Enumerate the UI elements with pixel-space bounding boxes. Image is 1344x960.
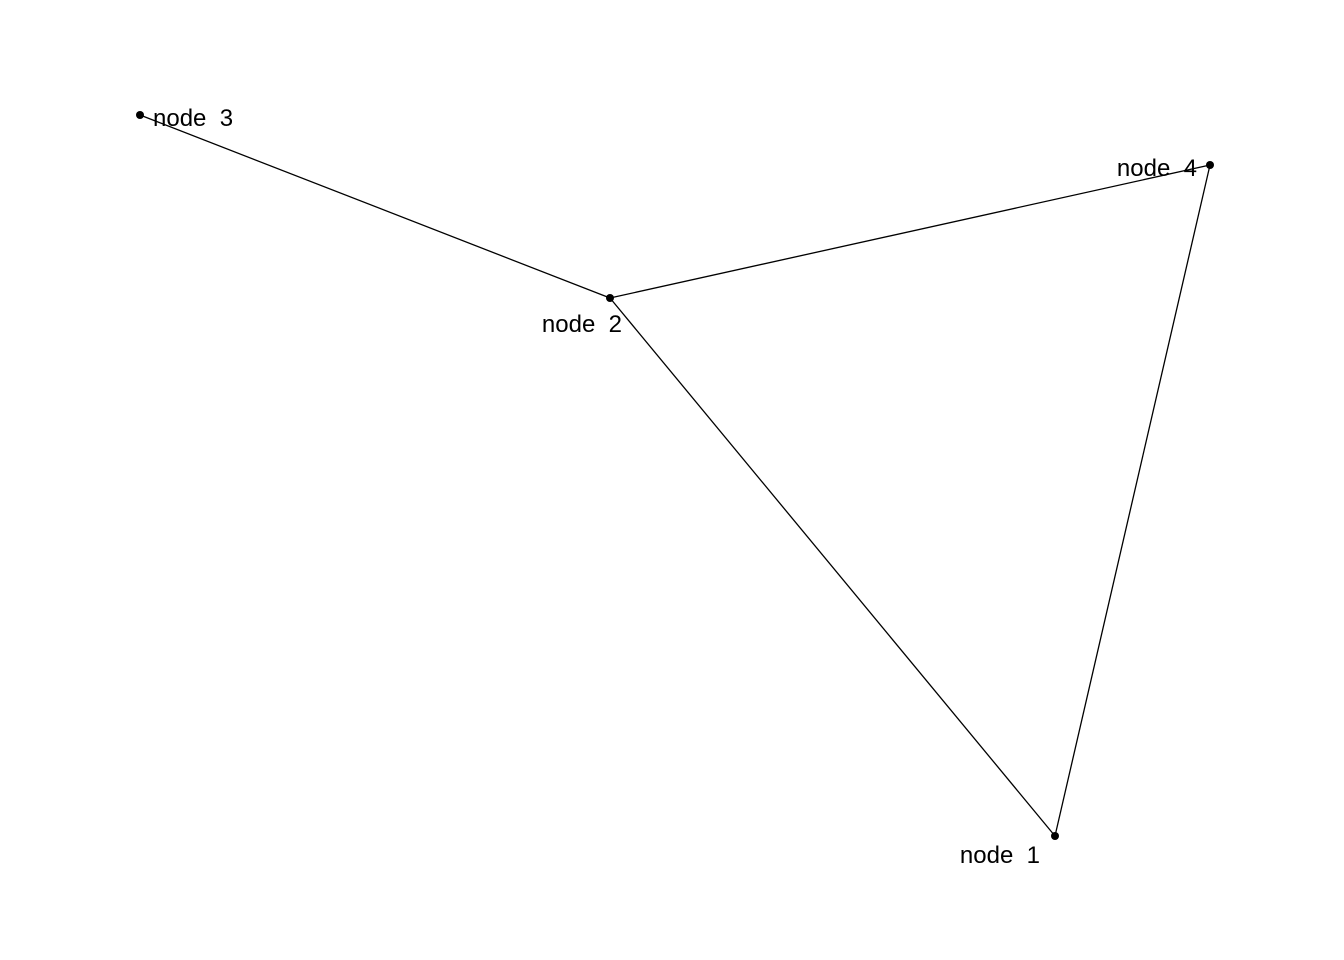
node-3-dot — [136, 111, 144, 119]
nodes-layer — [136, 111, 1214, 840]
node-4-dot — [1206, 161, 1214, 169]
node-2-dot — [606, 294, 614, 302]
edge-2-4 — [609, 164, 1211, 299]
node-1-label: node 1 — [960, 842, 1040, 869]
edge-3-2 — [139, 114, 611, 299]
edge-2-1 — [609, 297, 1056, 837]
node-4-label: node 4 — [1117, 155, 1197, 182]
edges-layer — [139, 114, 1211, 837]
node-1-dot — [1051, 832, 1059, 840]
node-3-label: node 3 — [153, 105, 233, 132]
node-2-label: node 2 — [542, 311, 622, 338]
labels-layer: node 1 node 2 node 3 node 4 — [153, 105, 1197, 869]
edge-4-1 — [1054, 164, 1211, 837]
